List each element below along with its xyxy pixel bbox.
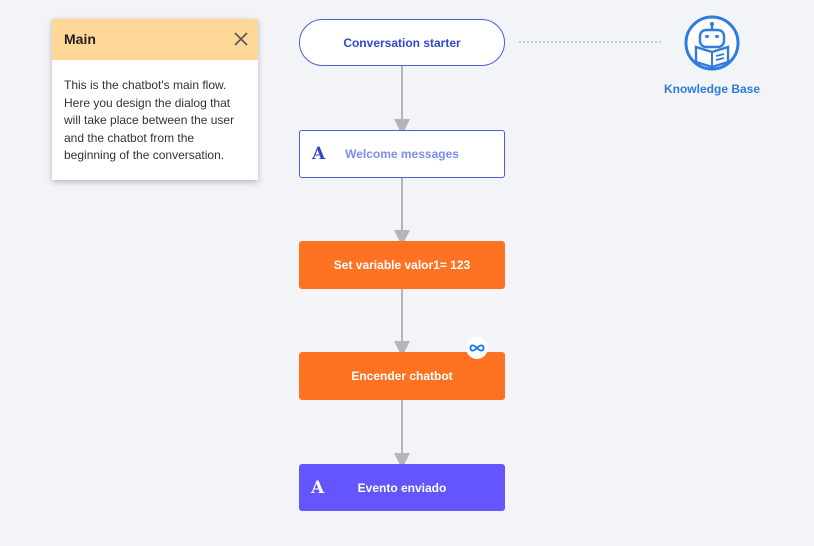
robot-reading-book-icon: [663, 14, 761, 77]
node-label: Encender chatbot: [351, 369, 453, 383]
meta-icon: [466, 337, 488, 359]
evento-enviado-node[interactable]: A Evento enviado: [299, 464, 505, 511]
node-label: Set variable valor1= 123: [333, 257, 471, 272]
text-message-icon: A: [312, 144, 326, 164]
panel-header: Main: [52, 19, 258, 60]
main-info-panel: Main This is the chatbot's main flow. He…: [52, 19, 258, 180]
node-label: Conversation starter: [343, 35, 461, 50]
encender-chatbot-node[interactable]: Encender chatbot: [299, 352, 505, 400]
panel-title: Main: [64, 31, 96, 47]
conversation-starter-node[interactable]: Conversation starter: [299, 19, 505, 66]
panel-description: This is the chatbot's main flow. Here yo…: [64, 78, 235, 162]
close-icon[interactable]: [232, 30, 250, 48]
knowledge-base-label: Knowledge Base: [663, 82, 761, 96]
text-message-icon: A: [311, 477, 325, 498]
welcome-messages-node[interactable]: A Welcome messages: [299, 130, 505, 178]
node-label: Evento enviado: [357, 480, 447, 495]
knowledge-base[interactable]: Knowledge Base: [663, 14, 761, 96]
set-variable-node[interactable]: Set variable valor1= 123: [299, 241, 505, 289]
node-label: Welcome messages: [345, 147, 459, 161]
